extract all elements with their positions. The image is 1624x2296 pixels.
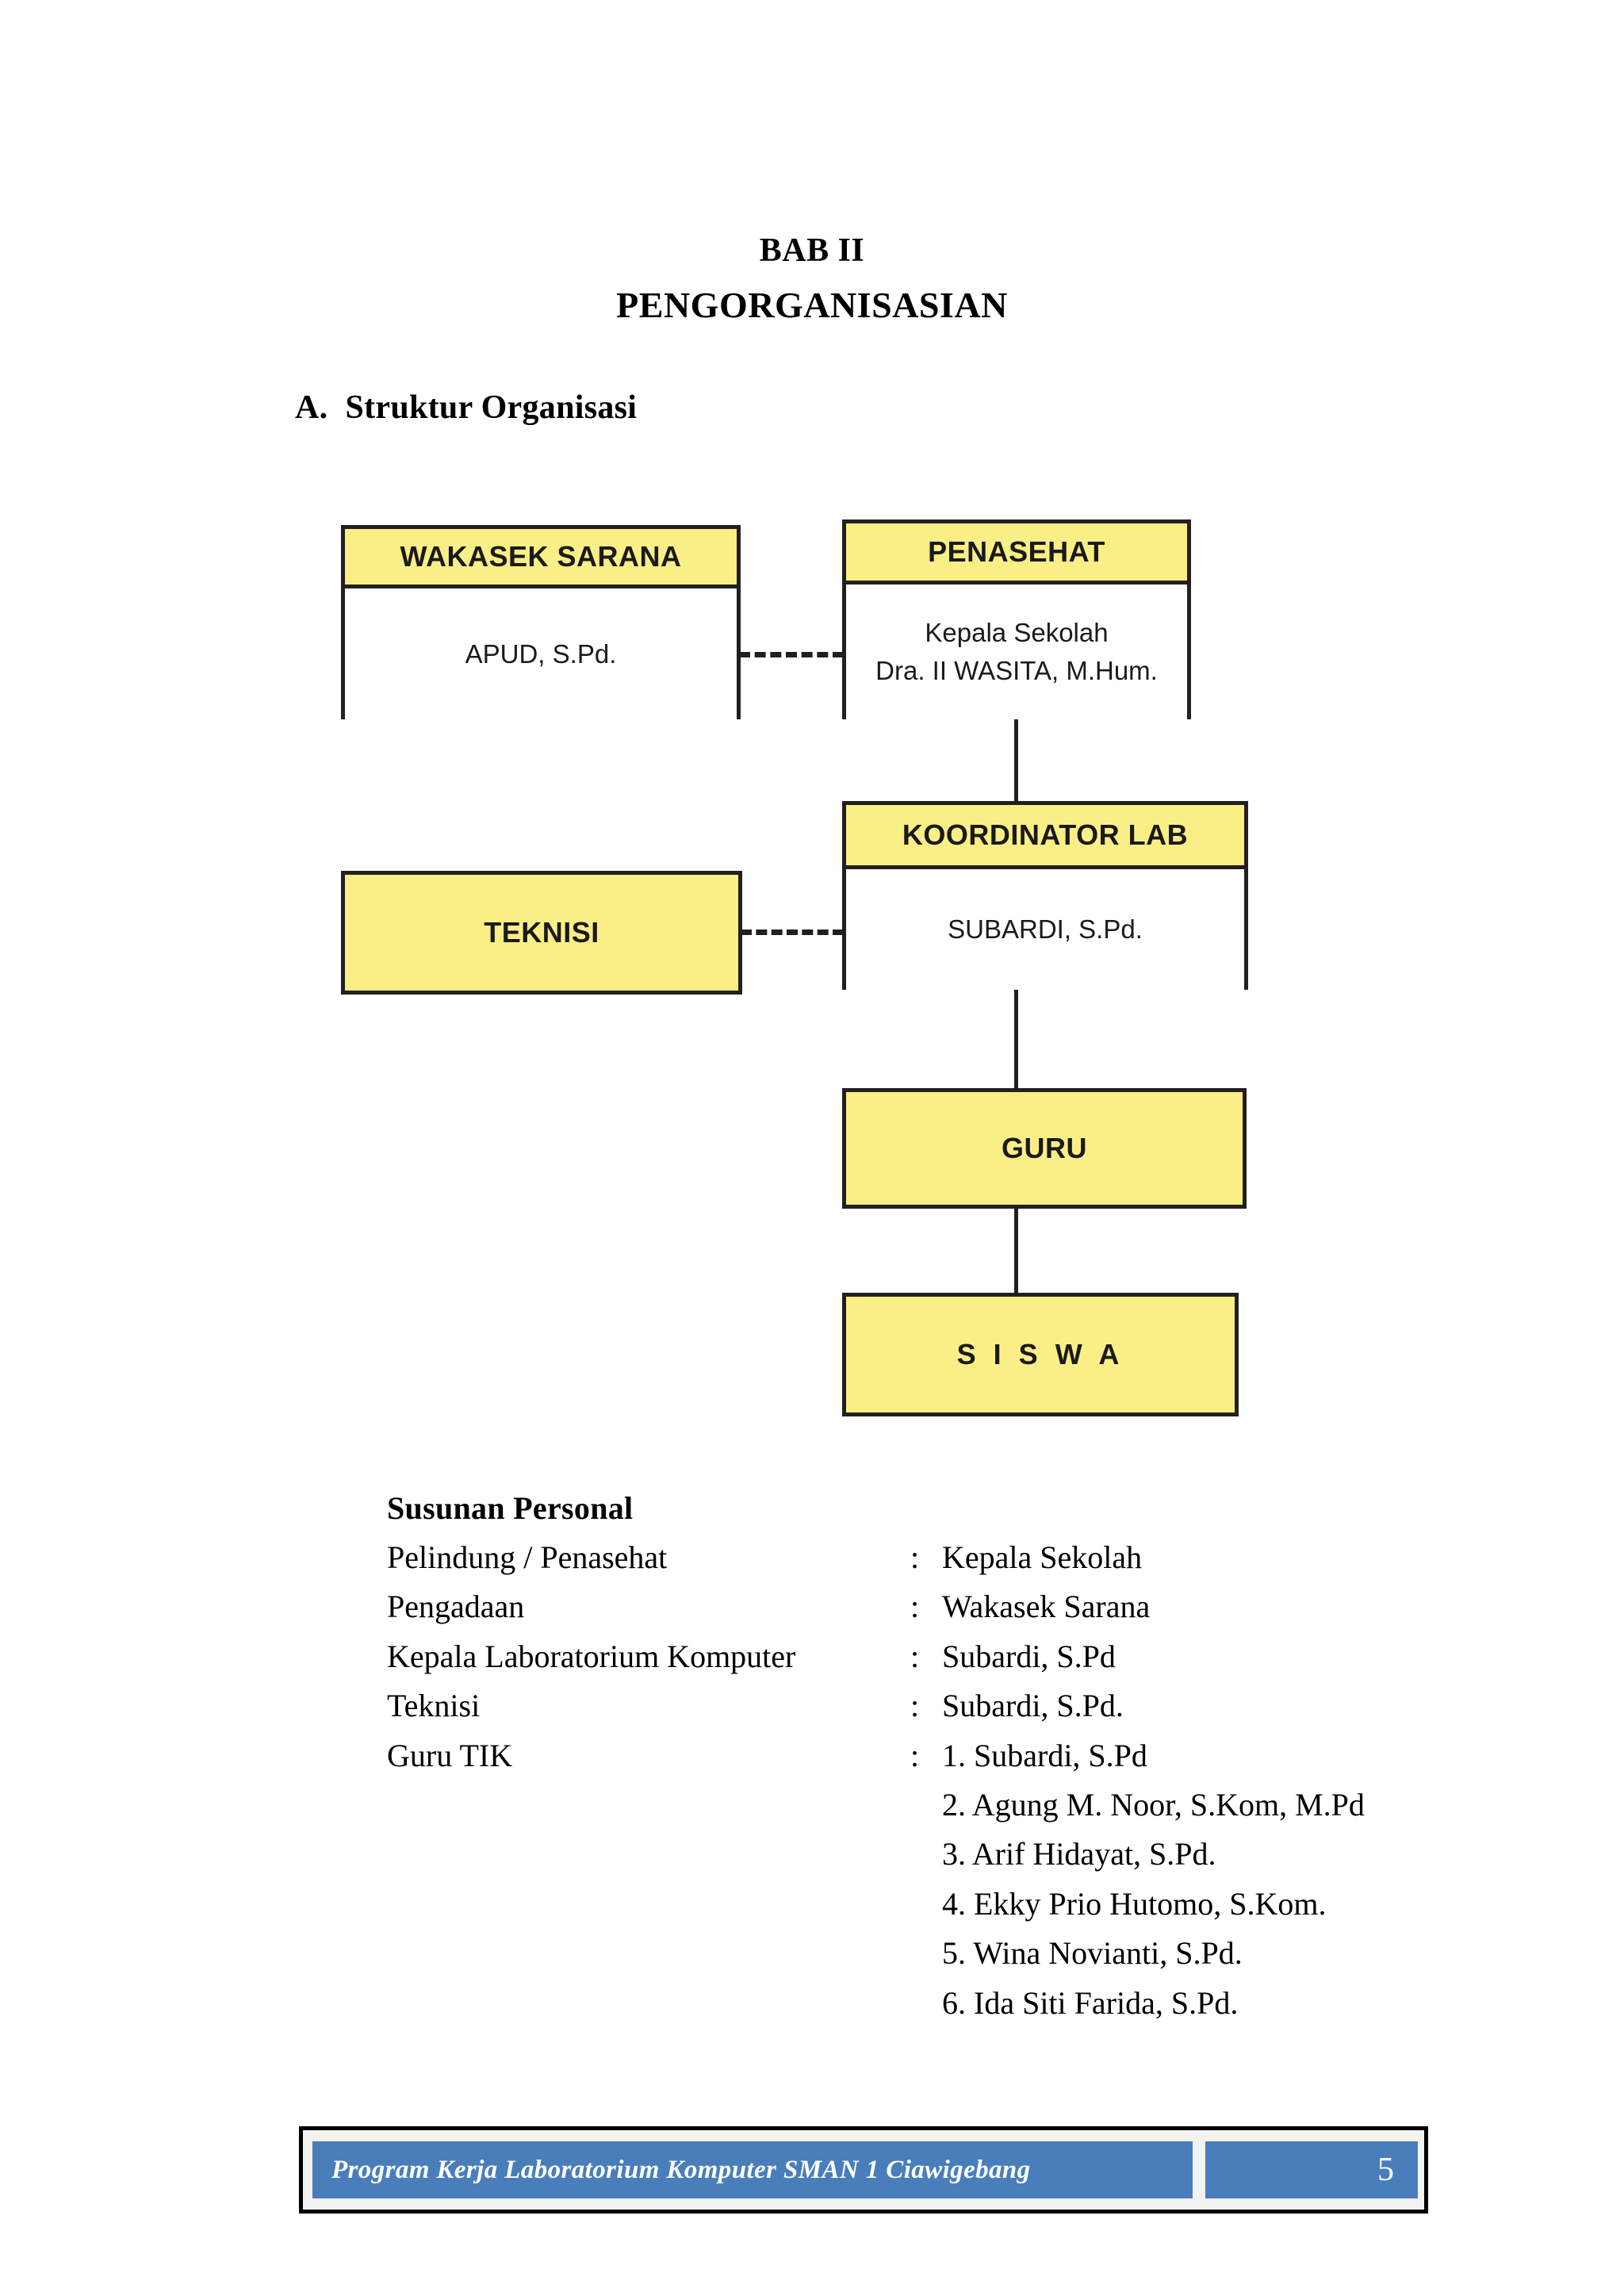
org-node-teknisi: TEKNISI	[341, 871, 742, 995]
personnel-value: 1. Subardi, S.Pd	[942, 1737, 1147, 1773]
section-heading: A. Struktur Organisasi	[295, 389, 637, 427]
guru-tik-entry: 2. Agung M. Noor, S.Kom, M.Pd	[942, 1786, 1365, 1823]
chapter-label: BAB II	[759, 232, 865, 269]
personnel-value: Wakasek Sarana	[942, 1589, 1151, 1625]
personnel-row: Kepala Laboratorium Komputer : Subardi, …	[387, 1632, 1365, 1681]
connector-teknisi-to-koordinator	[741, 930, 844, 935]
connector-wakasek-to-penasehat	[739, 652, 844, 657]
guru-tik-entry: 5. Wina Novianti, S.Pd.	[942, 1935, 1243, 1972]
org-node-body: SUBARDI, S.Pd.	[846, 869, 1244, 990]
org-node-body-line: SUBARDI, S.Pd.	[948, 914, 1143, 945]
org-node-header: WAKASEK SARANA	[345, 529, 737, 588]
org-node-body: Kepala Sekolah Dra. II WASITA, M.Hum.	[846, 585, 1187, 719]
personnel-value: Subardi, S.Pd	[942, 1638, 1116, 1674]
org-node-header: KOORDINATOR LAB	[846, 805, 1244, 869]
footer-text: Program Kerja Laboratorium Komputer SMAN…	[331, 2155, 1031, 2184]
org-node-body: APUD, S.Pd.	[345, 588, 737, 719]
org-node-body-line: APUD, S.Pd.	[465, 638, 617, 669]
personnel-colon: :	[910, 1589, 920, 1625]
personnel-value: Subardi, S.Pd.	[942, 1688, 1124, 1724]
personnel-role: Guru TIK	[387, 1737, 513, 1773]
section-letter: A.	[295, 389, 328, 426]
org-node-body-line: Dra. II WASITA, M.Hum.	[875, 656, 1158, 685]
org-node-penasehat: PENASEHAT Kepala Sekolah Dra. II WASITA,…	[842, 519, 1191, 719]
personnel-role: Pelindung / Penasehat	[387, 1539, 668, 1575]
personnel-row: Pengadaan : Wakasek Sarana	[387, 1582, 1365, 1631]
personnel-colon: :	[910, 1539, 920, 1575]
page-footer: Program Kerja Laboratorium Komputer SMAN…	[299, 2126, 1428, 2214]
org-node-siswa: S I S W A	[842, 1293, 1239, 1416]
connector-koordinator-to-guru	[1014, 988, 1018, 1090]
personnel-heading: Susunan Personal	[387, 1490, 634, 1526]
personnel-role: Teknisi	[387, 1688, 481, 1724]
org-node-wakasek-sarana: WAKASEK SARANA APUD, S.Pd.	[341, 525, 741, 719]
org-node-header: PENASEHAT	[846, 523, 1187, 585]
connector-guru-to-siswa	[1014, 1207, 1018, 1294]
page-number: 5	[1377, 2152, 1394, 2188]
personnel-role: Kepala Laboratorium Komputer	[387, 1638, 796, 1674]
footer-text-bar: Program Kerja Laboratorium Komputer SMAN…	[312, 2141, 1193, 2198]
personnel-row: Teknisi : Subardi, S.Pd.	[387, 1681, 1365, 1731]
org-node-body-line: Kepala Sekolah	[925, 618, 1109, 648]
org-node-guru: GURU	[842, 1088, 1247, 1209]
personnel-row: Guru TIK : 1. Subardi, S.Pd	[387, 1731, 1365, 1780]
personnel-value: Kepala Sekolah	[942, 1539, 1143, 1575]
personnel-colon: :	[910, 1638, 920, 1674]
section-title: Struktur Organisasi	[345, 389, 638, 426]
footer-page-bar: 5	[1205, 2141, 1418, 2198]
organization-chart: WAKASEK SARANA APUD, S.Pd. PENASEHAT Kep…	[341, 519, 1248, 1416]
personnel-role: Pengadaan	[387, 1589, 525, 1625]
connector-penasehat-to-koordinator	[1014, 718, 1018, 803]
chapter-title: PENGORGANISASIAN	[616, 285, 1008, 325]
personnel-colon: :	[910, 1688, 920, 1724]
guru-tik-entry: 4. Ekky Prio Hutomo, S.Kom.	[942, 1885, 1327, 1922]
personnel-list: Susunan Personal Pelindung / Penasehat :…	[387, 1489, 1365, 2028]
personnel-colon: :	[910, 1737, 920, 1773]
personnel-row: Pelindung / Penasehat : Kepala Sekolah	[387, 1533, 1365, 1582]
org-node-koordinator-lab: KOORDINATOR LAB SUBARDI, S.Pd.	[842, 801, 1248, 990]
guru-tik-entry: 3. Arif Hidayat, S.Pd.	[942, 1836, 1216, 1872]
guru-tik-entry: 6. Ida Siti Farida, S.Pd.	[942, 1984, 1239, 2021]
